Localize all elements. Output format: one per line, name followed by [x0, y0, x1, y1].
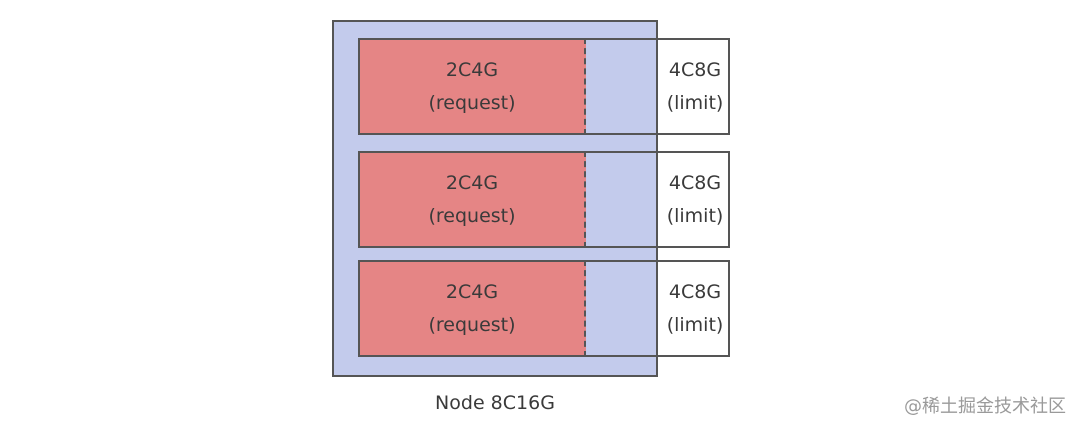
limit-label: 4C8G (limit) [660, 151, 730, 248]
pod-limit-box [358, 151, 730, 248]
request-tag: (request) [428, 313, 516, 336]
pod-limit-box [358, 38, 730, 135]
watermark: @稀土掘金技术社区 [904, 396, 1066, 417]
node-label: Node 8C16G [435, 392, 555, 414]
request-value: 2C4G [445, 280, 499, 303]
limit-value: 4C8G [668, 171, 722, 194]
request-tag: (request) [428, 204, 516, 227]
limit-label: 4C8G (limit) [660, 38, 730, 135]
request-tag: (request) [428, 91, 516, 114]
request-value: 2C4G [445, 58, 499, 81]
pod-request-box: 2C4G (request) [358, 38, 586, 135]
limit-value: 4C8G [668, 58, 722, 81]
limit-tag: (limit) [666, 313, 724, 336]
limit-tag: (limit) [666, 91, 724, 114]
limit-value: 4C8G [668, 280, 722, 303]
limit-tag: (limit) [666, 204, 724, 227]
pod-limit-box [358, 260, 730, 357]
limit-label: 4C8G (limit) [660, 260, 730, 357]
request-value: 2C4G [445, 171, 499, 194]
